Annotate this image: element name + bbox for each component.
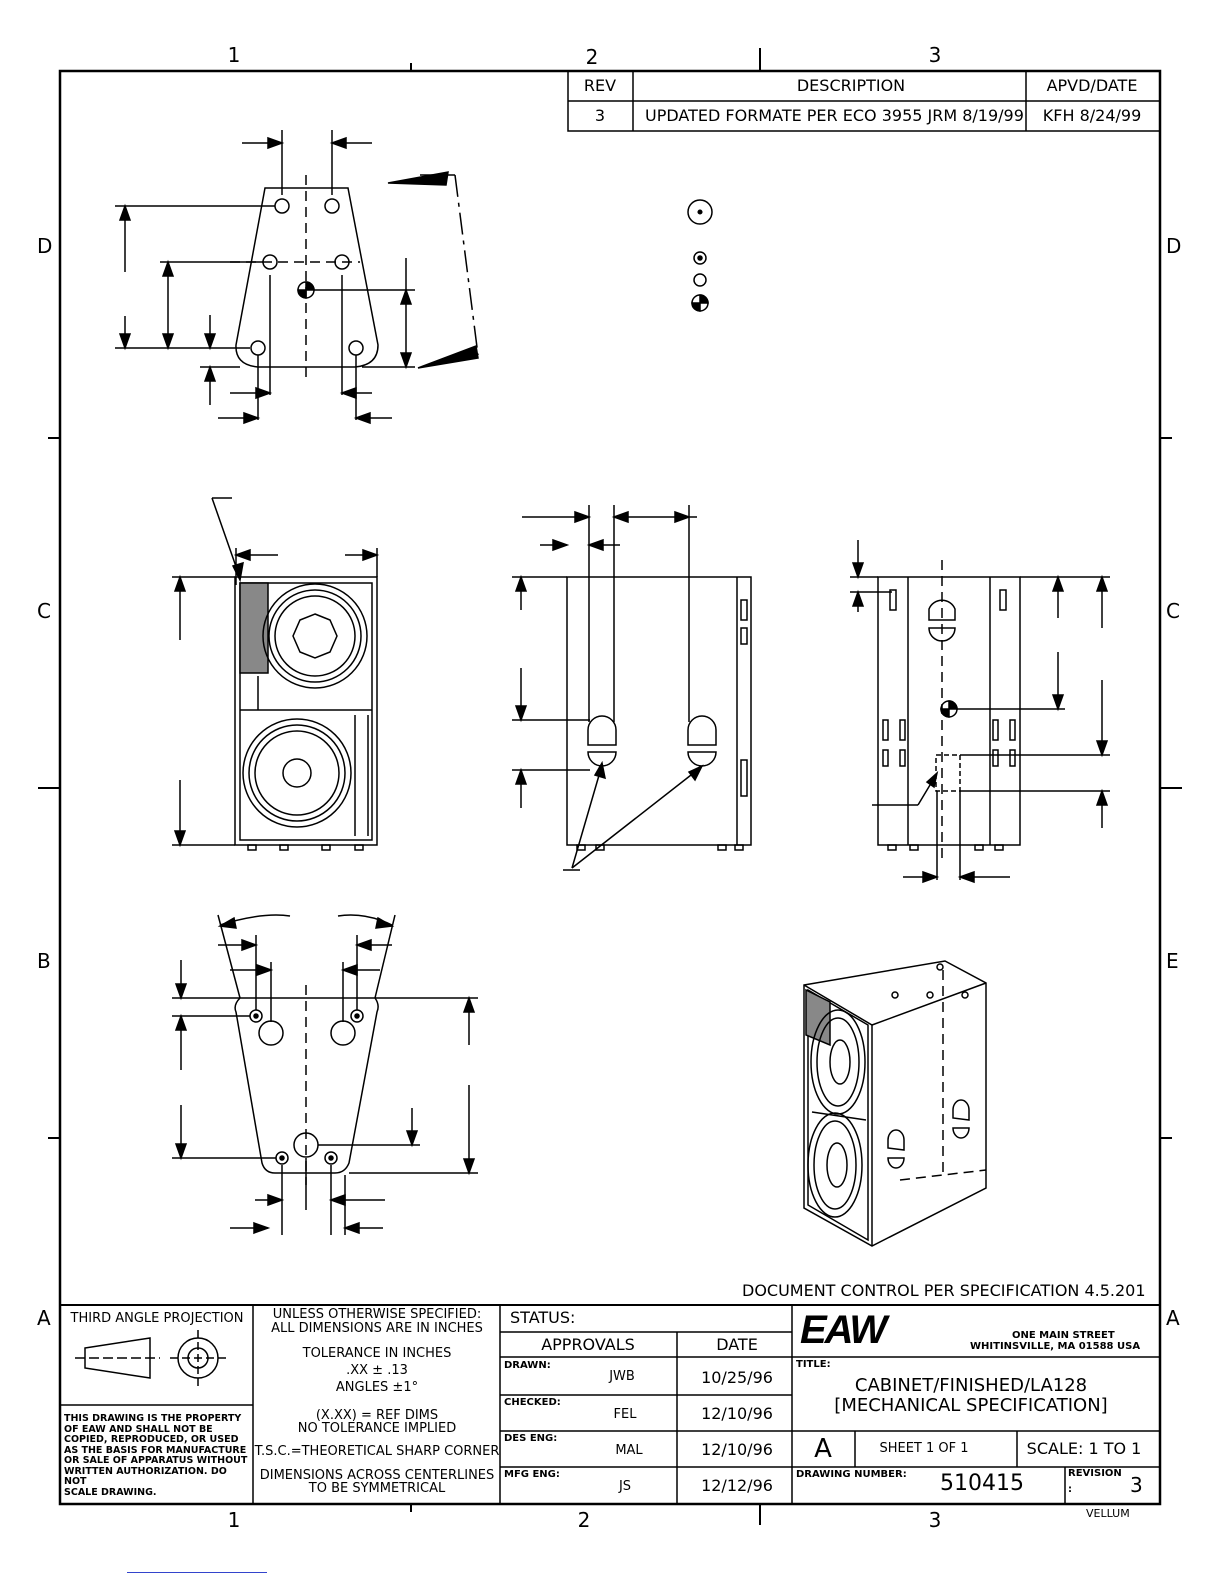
zone-column-2-top: 2	[585, 45, 599, 69]
revision-label: REVISION	[1068, 1468, 1122, 1479]
approval-role: MFG ENG:	[504, 1469, 560, 1480]
rear-view	[850, 540, 1110, 884]
zone-column-1-top: 1	[227, 43, 241, 67]
date-header: DATE	[716, 1335, 758, 1354]
document-control-note: DOCUMENT CONTROL PER SPECIFICATION 4.5.2…	[742, 1281, 1146, 1300]
status-label: STATUS:	[510, 1308, 576, 1327]
title-label: TITLE:	[796, 1359, 831, 1370]
note-tolerance-xx: .XX ± .13	[346, 1363, 408, 1378]
revision-block-grid	[567, 70, 1161, 132]
property-notice-line: AS THE BASIS FOR MANUFACTURE	[64, 1444, 247, 1456]
drawing-scale: SCALE: 1 TO 1	[1026, 1439, 1142, 1458]
rev-header: REV	[583, 76, 617, 95]
company-address-city: WHITINSVILLE, MA 01588 USA	[970, 1341, 1141, 1352]
property-notice-line: THIS DRAWING IS THE PROPERTY	[64, 1413, 242, 1424]
note-no-tolerance: NO TOLERANCE IMPLIED	[297, 1421, 457, 1436]
zone-row-a-left: A	[37, 1306, 51, 1330]
zone-column-3-top: 3	[928, 43, 942, 67]
revision-description: UPDATED FORMATE PER ECO 3955 JRM 8/19/99	[645, 106, 1024, 125]
note-symmetrical: TO BE SYMMETRICAL	[308, 1481, 446, 1496]
zone-row-e-right: E	[1166, 949, 1179, 973]
zone-column-2-bottom: 2	[577, 1508, 591, 1532]
isometric-view	[803, 960, 987, 1247]
property-notice-line: OR SALE OF APPARATUS WITHOUT	[64, 1455, 248, 1466]
zone-row-d-left: D	[37, 234, 53, 258]
property-notice: THIS DRAWING IS THE PROPERTY OF EAW AND …	[64, 1413, 250, 1498]
zone-column-3-bottom: 3	[928, 1508, 942, 1532]
approval-name: FEL	[613, 1407, 637, 1422]
approvals-header: APPROVALS	[541, 1335, 635, 1354]
third-angle-projection-symbol	[75, 1330, 228, 1386]
hyperlink-underline[interactable]	[127, 1572, 267, 1573]
drawing-number: 510415	[940, 1471, 1024, 1496]
property-notice-line: COPIED, REPRODUCED, OR USED	[64, 1434, 239, 1445]
approval-role: DES ENG:	[504, 1433, 558, 1444]
approval-role: DRAWN:	[504, 1360, 551, 1371]
approval-date: 12/10/96	[701, 1404, 773, 1423]
sheet-number: SHEET 1 OF 1	[879, 1441, 969, 1456]
approval-role: CHECKED:	[504, 1397, 561, 1408]
zone-row-d-right: D	[1166, 234, 1182, 258]
approval-date: 12/10/96	[701, 1440, 773, 1459]
top-view	[115, 130, 479, 425]
property-notice-line: OF EAW AND SHALL NOT BE	[64, 1423, 213, 1435]
approval-date: 10/25/96	[701, 1368, 773, 1387]
zone-row-b-left: B	[37, 949, 51, 973]
revision-number: 3	[1130, 1473, 1143, 1497]
zone-row-c-right: C	[1166, 599, 1180, 623]
note-unless-specified: UNLESS OTHERWISE SPECIFIED:	[272, 1307, 482, 1322]
rev-number: 3	[594, 106, 606, 125]
zone-column-1-bottom: 1	[227, 1508, 241, 1532]
front-view	[172, 497, 380, 851]
drawing-number-label: DRAWING NUMBER:	[796, 1469, 907, 1480]
approval-name: MAL	[615, 1443, 643, 1458]
note-dimensions-inches: ALL DIMENSIONS ARE IN INCHES	[271, 1321, 483, 1336]
note-angles: ANGLES ±1°	[335, 1380, 419, 1395]
property-notice-line: SCALE DRAWING.	[64, 1486, 157, 1498]
zone-row-c-left: C	[37, 599, 51, 623]
note-centerlines: DIMENSIONS ACROSS CENTERLINES	[259, 1468, 495, 1483]
approval-name: JS	[618, 1479, 632, 1494]
description-header: DESCRIPTION	[796, 76, 906, 95]
bottom-view	[172, 914, 478, 1235]
approval-date: 12/12/96	[701, 1476, 773, 1495]
approved-date-header: APVD/DATE	[1046, 76, 1138, 95]
revision-approval: KFH 8/24/99	[1042, 106, 1142, 125]
side-view	[512, 505, 752, 871]
zone-ticks	[38, 48, 1182, 1525]
company-address-street: ONE MAIN STREET	[1012, 1330, 1115, 1341]
vellum-label: VELLUM	[1086, 1507, 1130, 1520]
projection-label: THIRD ANGLE PROJECTION	[70, 1311, 244, 1326]
drawing-size: A	[814, 1434, 832, 1464]
revision-colon: :	[1068, 1484, 1072, 1495]
drawing-title-line-2: [MECHANICAL SPECIFICATION]	[834, 1395, 1108, 1416]
note-sharp-corner: T.S.C.=THEORETICAL SHARP CORNER	[254, 1444, 500, 1459]
title-block-grid	[60, 1304, 1160, 1504]
note-ref-dims: (X.XX) = REF DIMS	[315, 1408, 439, 1423]
approval-name: JWB	[609, 1369, 635, 1384]
note-tolerance: TOLERANCE IN INCHES	[302, 1346, 452, 1361]
eaw-logo: EAW	[800, 1308, 887, 1352]
zone-row-a-right: A	[1166, 1306, 1180, 1330]
property-notice-line: WRITTEN AUTHORIZATION. DO NOT	[64, 1465, 227, 1487]
drawing-title-line-1: CABINET/FINISHED/LA128	[854, 1375, 1088, 1396]
symbol-legend	[687, 199, 713, 312]
